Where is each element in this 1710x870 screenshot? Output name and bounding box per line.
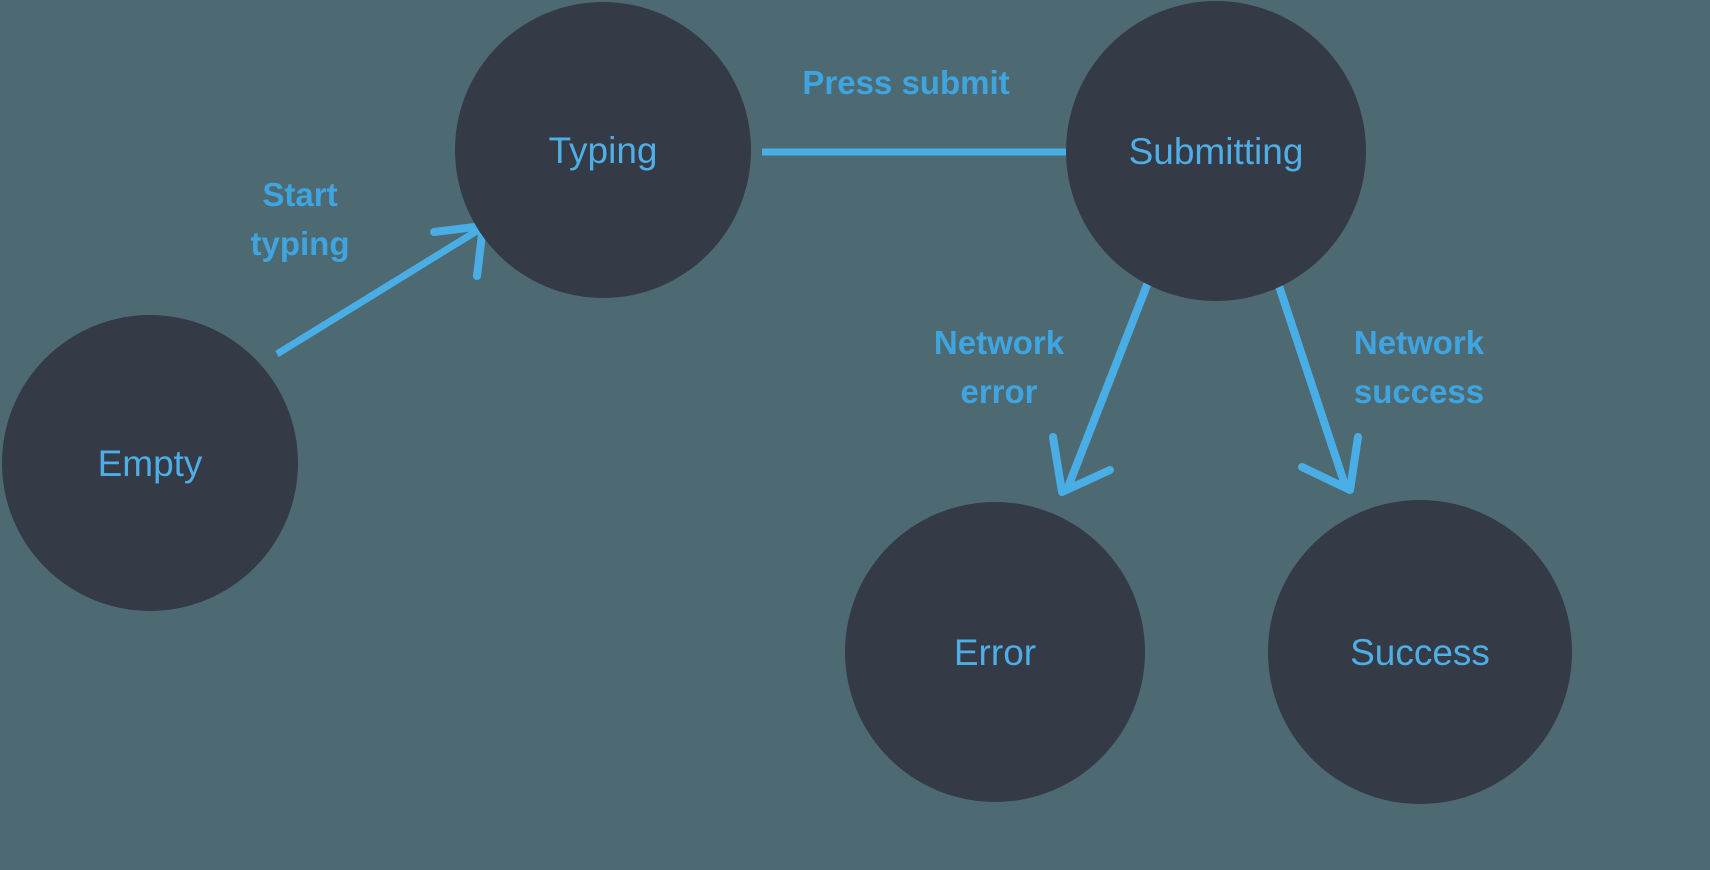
edge-label-press-submit: Press submit [802, 64, 1009, 101]
node-error-circle [845, 502, 1145, 802]
edge-label-press-submit-line1: Press submit [802, 64, 1009, 101]
edge-submitting-to-success-arrowhead [1298, 433, 1362, 494]
edge-empty-to-typing-line [275, 226, 482, 357]
node-error-label: Error [954, 632, 1036, 673]
node-submitting[interactable]: Submitting [1066, 1, 1366, 301]
node-submitting-circle [1066, 1, 1366, 301]
node-empty-label: Empty [98, 443, 203, 484]
edge-submitting-to-success[interactable] [1274, 279, 1362, 494]
node-typing[interactable]: Typing [455, 2, 751, 298]
edge-label-network-error: Network error [934, 324, 1065, 410]
edge-submitting-to-error-arrowhead [1049, 433, 1114, 496]
node-success[interactable]: Success [1268, 500, 1572, 804]
node-typing-circle [455, 2, 751, 298]
edge-label-start-typing: Start typing [251, 176, 350, 262]
edge-label-network-success: Network success [1354, 324, 1485, 410]
node-error[interactable]: Error [845, 502, 1145, 802]
edge-label-network-error-line2: error [960, 373, 1037, 410]
node-success-label: Success [1350, 632, 1490, 673]
edge-label-network-error-line1: Network [934, 324, 1065, 361]
node-success-circle [1268, 500, 1572, 804]
edge-submitting-to-error-line [1064, 281, 1151, 491]
edge-label-start-typing-line2: typing [251, 225, 350, 262]
node-submitting-label: Submitting [1129, 131, 1304, 172]
node-empty-circle [2, 315, 298, 611]
edge-submitting-to-error[interactable] [1049, 281, 1151, 496]
edge-submitting-to-success-line [1274, 279, 1349, 489]
node-empty[interactable]: Empty [2, 315, 298, 611]
edge-label-network-success-line1: Network [1354, 324, 1485, 361]
edge-label-start-typing-line1: Start [262, 176, 337, 213]
node-typing-label: Typing [548, 130, 657, 171]
edge-label-network-success-line2: success [1354, 373, 1484, 410]
